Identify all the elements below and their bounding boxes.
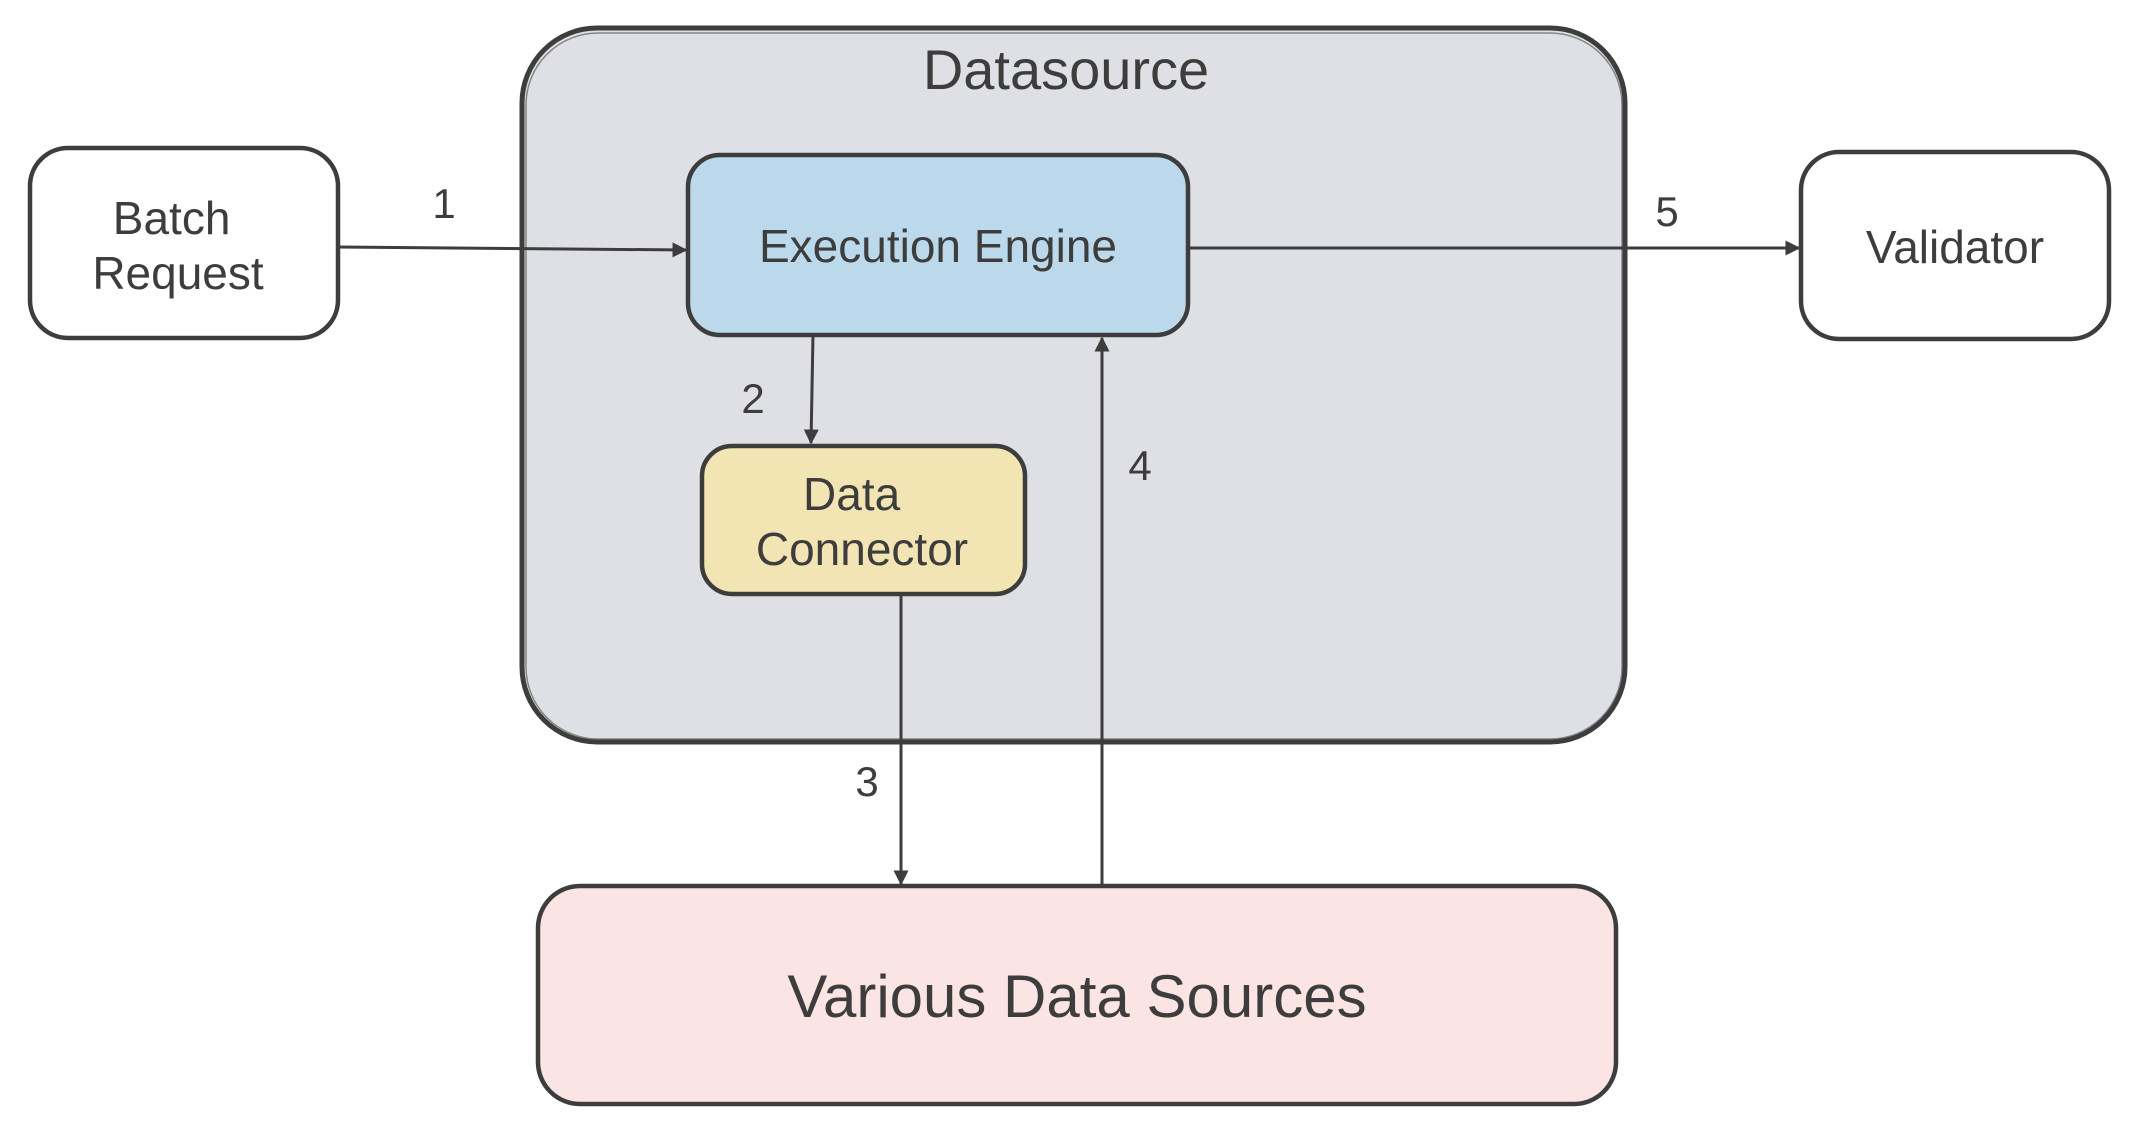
data-connector-line-2: Connector xyxy=(756,523,968,575)
edge-2-label: 2 xyxy=(741,375,764,422)
data-sources-node: Various Data Sources xyxy=(535,883,1619,1107)
data-sources-box xyxy=(535,883,1619,1107)
datasource-group: Datasource xyxy=(519,25,1628,745)
data-sources-label: Various Data Sources xyxy=(787,963,1366,1030)
batch-request-line-2: Request xyxy=(92,247,264,299)
validator-node: Validator xyxy=(1798,149,2112,342)
edge-2-arrow xyxy=(803,334,819,445)
batch-request-label: Batch Request xyxy=(92,192,264,299)
edge-5-label: 5 xyxy=(1655,188,1678,235)
data-connector-box xyxy=(699,443,1028,597)
execution-engine-node: Execution Engine xyxy=(685,152,1191,338)
datasource-title: Datasource xyxy=(923,38,1209,101)
batch-request-node: Batch Request xyxy=(27,145,341,341)
edges xyxy=(337,240,1801,886)
edge-3-label: 3 xyxy=(855,758,878,805)
edge-labels: 1 2 3 4 5 xyxy=(432,180,1678,805)
datasource-container xyxy=(519,25,1628,745)
batch-request-box xyxy=(27,145,341,341)
execution-engine-label: Execution Engine xyxy=(759,220,1117,272)
validator-box xyxy=(1798,149,2112,342)
edge-1-label: 1 xyxy=(432,180,455,227)
data-connector-node: Data Connector xyxy=(699,443,1028,597)
datasource-container-sketch-line xyxy=(525,32,1623,740)
batch-request-line-1: Batch xyxy=(113,192,231,244)
data-connector-label: Data Connector xyxy=(756,468,968,575)
validator-label: Validator xyxy=(1866,221,2044,273)
edge-4-label: 4 xyxy=(1128,442,1151,489)
edge-1-arrow xyxy=(337,242,688,258)
data-connector-line-1: Data xyxy=(803,468,901,520)
execution-engine-box xyxy=(685,152,1191,338)
